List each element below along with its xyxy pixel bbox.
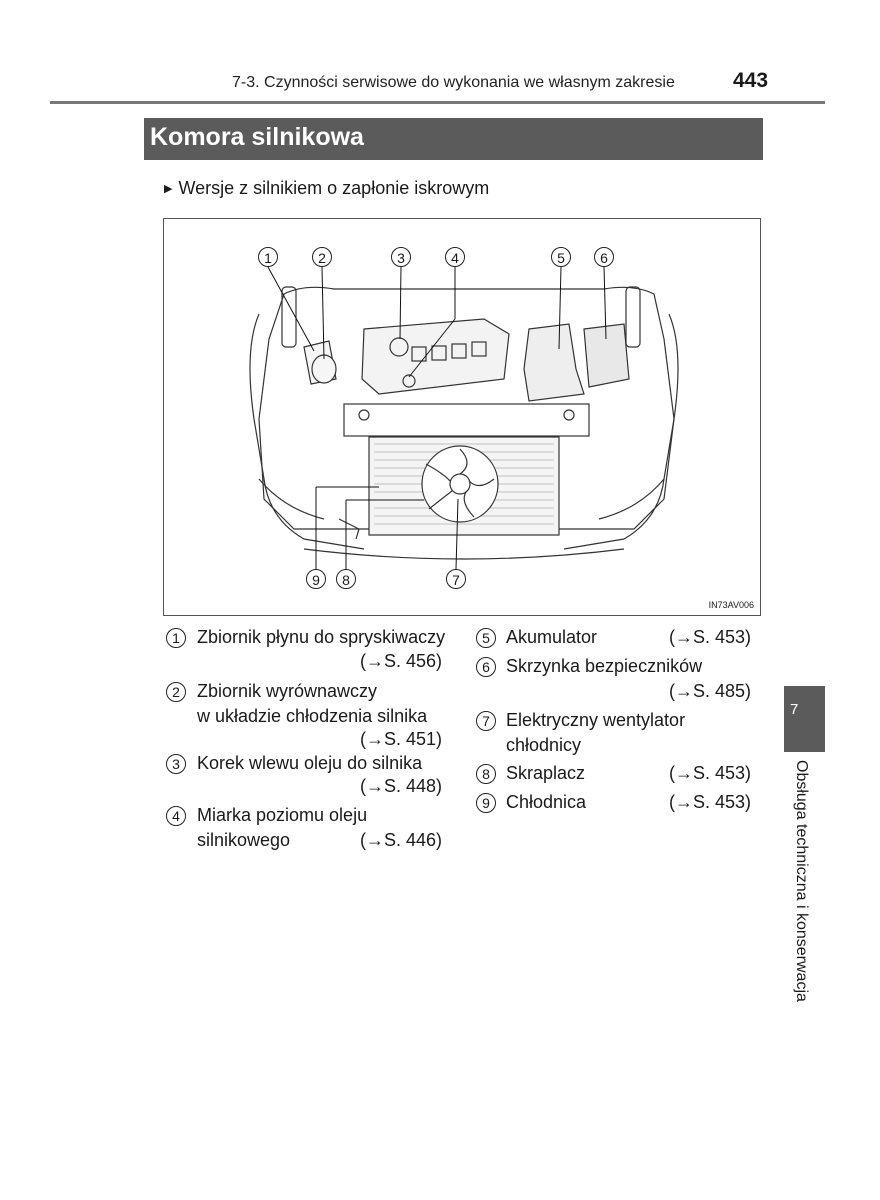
- callout-7: 7: [446, 569, 466, 589]
- support-bolt-left: [358, 409, 370, 421]
- item-ref: (→S. 453): [669, 627, 752, 647]
- item-number-1: 1: [166, 628, 186, 648]
- triangle-bullet-icon: ▶: [164, 183, 173, 195]
- item-number-7: 7: [476, 711, 496, 731]
- chapter-number: 7: [790, 701, 799, 718]
- support-bolt-right: [563, 409, 575, 421]
- item-label: Skraplacz: [506, 763, 586, 783]
- item-number-3: 3: [166, 754, 186, 774]
- callout-8: 8: [336, 569, 356, 589]
- item-number-8: 8: [476, 764, 496, 784]
- item-label: Akumulator: [506, 627, 598, 647]
- fan-blades: [425, 448, 495, 518]
- radiator-support: [343, 403, 590, 437]
- item-label-line2: silnikowego: [197, 830, 291, 850]
- dipstick-handle: [402, 374, 416, 388]
- item-label-line2: chłodnicy: [506, 735, 582, 755]
- engine-cover-vent-3: [451, 343, 467, 359]
- callout-1: 1: [258, 247, 278, 267]
- engine-cover: [361, 318, 510, 395]
- item-ref: (→S. 446): [360, 830, 443, 850]
- item-label: Korek wlewu oleju do silnika: [197, 753, 423, 773]
- engine-cover-vent-2: [431, 345, 447, 361]
- callout-5: 5: [551, 247, 571, 267]
- item-number-4: 4: [166, 806, 186, 826]
- item-ref: (→S. 448): [360, 776, 443, 796]
- coolant-reservoir: [311, 354, 337, 384]
- callout-6: 6: [594, 247, 614, 267]
- right-hood-strut: [625, 286, 641, 348]
- engine-figure: 1 2 3 4 5 6 7 8 9 IN73AV006: [163, 218, 761, 616]
- left-headlight: [258, 478, 325, 520]
- hood-outline: [258, 286, 675, 530]
- header-divider: [50, 101, 825, 104]
- item-number-9: 9: [476, 793, 496, 813]
- subtitle: ▶ Wersje z silnikiem o zapłonie iskrowym: [164, 178, 489, 199]
- item-label: Elektryczny wentylator: [506, 710, 686, 730]
- callout-4: 4: [445, 247, 465, 267]
- cooling-fan: [421, 445, 499, 523]
- item-number-6: 6: [476, 657, 496, 677]
- callout-9: 9: [306, 569, 326, 589]
- item-label: Miarka poziomu oleju: [197, 805, 368, 825]
- page-number: 443: [733, 69, 769, 92]
- left-fender: [249, 313, 365, 550]
- item-label: Chłodnica: [506, 792, 587, 812]
- item-ref: (→S. 456): [360, 651, 443, 671]
- item-number-2: 2: [166, 682, 186, 702]
- engine-cover-vent-4: [471, 341, 487, 357]
- item-label: Zbiornik wyrównawczy: [197, 681, 378, 701]
- header-section-title: 7-3. Czynności serwisowe do wykonania we…: [232, 74, 675, 91]
- battery: [523, 323, 585, 402]
- fuse-box: [583, 323, 630, 388]
- item-ref: (→S. 485): [669, 681, 752, 701]
- callout-3: 3: [391, 247, 411, 267]
- subtitle-text: Wersje z silnikiem o zapłonie iskrowym: [178, 178, 490, 198]
- item-ref: (→S. 453): [669, 792, 752, 812]
- item-ref: (→S. 451): [360, 729, 443, 749]
- title-bar: [144, 118, 763, 160]
- item-number-5: 5: [476, 628, 496, 648]
- left-hood-strut: [281, 286, 297, 348]
- chapter-tab: [784, 686, 825, 752]
- callout-2: 2: [312, 247, 332, 267]
- engine-cover-vent-1: [411, 346, 427, 362]
- item-ref: (→S. 453): [669, 763, 752, 783]
- item-label-line2: w układzie chłodzenia silnika: [197, 706, 428, 726]
- figure-code: IN73AV006: [708, 600, 754, 610]
- chapter-title: Obsługa techniczna i konserwacja: [793, 760, 810, 1002]
- page-title: Komora silnikowa: [150, 123, 364, 151]
- right-fender: [563, 313, 679, 550]
- oil-filler-cap: [389, 337, 409, 357]
- leader-lines: [267, 266, 607, 570]
- item-label: Zbiornik płynu do spryskiwaczy: [197, 627, 446, 647]
- front-bumper: [303, 548, 625, 560]
- item-label: Skrzynka bezpieczników: [506, 656, 703, 676]
- right-headlight: [598, 478, 665, 520]
- engine-illustration: [249, 266, 679, 570]
